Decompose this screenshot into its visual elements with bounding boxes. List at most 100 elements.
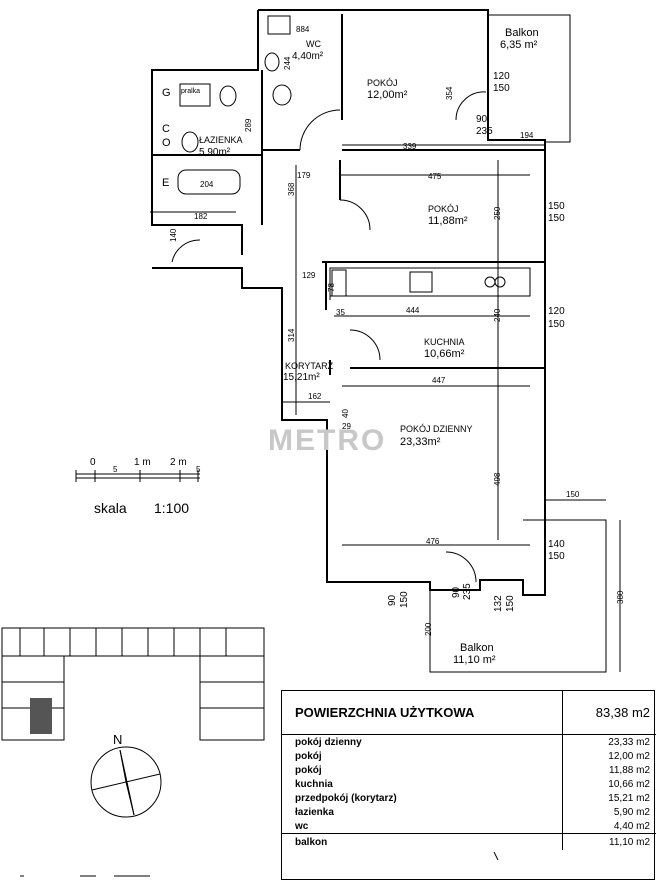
area-summary-table: POWIERZCHNIA UŻYTKOWA 83,38 m2 pokój dzi… xyxy=(281,690,656,850)
dim-label: 150 xyxy=(548,319,565,330)
scale-bar xyxy=(75,470,200,482)
sink-icon xyxy=(409,271,433,293)
dim-label: 182 xyxy=(194,212,208,221)
sink-bath-icon xyxy=(181,131,199,153)
row-value: 4,40 m2 xyxy=(561,819,656,834)
wc-name: WC xyxy=(306,39,321,49)
dim-label: 150 xyxy=(493,83,510,94)
table-row: pokój 12,00 m2 xyxy=(281,749,656,763)
wc-area: 4,40m² xyxy=(292,51,324,62)
fixture-o-label: O xyxy=(162,137,171,149)
pokoj1-name: POKÓJ xyxy=(367,78,398,88)
table-row: kuchnia 10,66 m2 xyxy=(281,777,656,791)
dim-label: 444 xyxy=(406,306,420,315)
table-row-balcony: balkon 11,10 m2 xyxy=(281,833,656,850)
wall-outline-left xyxy=(151,10,259,255)
row-label: pokój dzienny xyxy=(295,736,362,748)
dim-label: 244 xyxy=(283,56,292,70)
dim-label: 150 xyxy=(566,490,580,499)
stove-icon xyxy=(484,276,496,288)
table-row: pokój dzienny 23,33 m2 xyxy=(281,734,656,749)
dim-label: 179 xyxy=(297,171,311,180)
pokoj2-name: POKÓJ xyxy=(428,204,459,214)
pokoj1-area: 12,00m² xyxy=(367,89,408,101)
dim-label: 884 xyxy=(296,25,310,34)
balcony-label: balkon xyxy=(281,833,563,850)
dim-label: 475 xyxy=(428,172,442,181)
lazienka-name: ŁAZIENKA xyxy=(199,135,243,145)
area-table-total: 83,38 m2 xyxy=(561,690,656,735)
fixture-e-label: E xyxy=(162,177,170,189)
scale-tick-0: 0 xyxy=(90,457,96,468)
row-label: pokój xyxy=(295,764,322,776)
korytarz-name: KORYTARZ xyxy=(285,361,334,371)
dim-label: 140 xyxy=(169,228,178,242)
dim-label: 380 xyxy=(616,590,625,604)
dim-label: 250 xyxy=(493,206,502,220)
balcony-value: 11,10 m2 xyxy=(561,833,656,850)
row-value: 5,90 m2 xyxy=(561,805,656,819)
row-label: łazienka xyxy=(295,806,334,818)
dim-label: 354 xyxy=(445,86,454,100)
row-label: kuchnia xyxy=(295,778,333,790)
dim-label: 150 xyxy=(548,213,565,224)
fixture-g-label: G xyxy=(162,87,171,99)
dim-label: 120 xyxy=(493,71,510,82)
dim-label: 129 xyxy=(302,271,316,280)
dim-label: 200 xyxy=(424,622,433,636)
area-table-header: POWIERZCHNIA UŻYTKOWA 83,38 m2 xyxy=(281,690,656,735)
dim-label: 29 xyxy=(342,422,351,431)
scale-tick-1m: 1 m xyxy=(134,457,151,468)
balkon-bottom-name: Balkon xyxy=(460,642,494,654)
dim-label: 235 xyxy=(462,583,473,600)
dim-label: 289 xyxy=(244,118,253,132)
toilet-icon xyxy=(219,85,237,107)
kitchen-counter xyxy=(329,267,531,297)
bottom-cropped-text xyxy=(20,851,499,877)
dim-label: 90 xyxy=(387,594,398,606)
scale-tick-5b: 5 xyxy=(196,465,201,474)
lazienka-area: 5,90m² xyxy=(199,147,231,158)
row-label: wc xyxy=(295,820,309,832)
dim-label: 339 xyxy=(403,142,417,151)
korytarz-area: 15,21m² xyxy=(283,372,320,383)
row-value: 12,00 m2 xyxy=(561,749,656,763)
scale-tick-2m: 2 m xyxy=(170,457,187,468)
bathtub-icon xyxy=(177,169,241,195)
dim-label: 162 xyxy=(308,392,322,401)
dim-label: 150 xyxy=(399,591,410,608)
dim-label: 314 xyxy=(287,328,296,342)
site-plan-thumbnail xyxy=(1,627,265,741)
balkon-bottom-area: 11,10 m² xyxy=(453,654,496,666)
balkon-top-area: 6,35 m² xyxy=(500,39,538,51)
fridge-icon xyxy=(331,269,347,297)
row-value: 15,21 m2 xyxy=(561,791,656,805)
kuchnia-area: 10,66m² xyxy=(424,348,465,360)
apartment-highlight xyxy=(30,698,52,734)
table-row: łazienka 5,90 m2 xyxy=(281,805,656,819)
dim-label: 150 xyxy=(505,595,516,612)
dim-label: 90 xyxy=(451,586,462,598)
row-label: pokój xyxy=(295,750,322,762)
dim-label: 150 xyxy=(548,201,565,212)
row-label: przedpokój (korytarz) xyxy=(295,792,397,804)
balkon-top-name: Balkon xyxy=(505,27,539,39)
dim-label: 447 xyxy=(432,376,446,385)
row-value: 23,33 m2 xyxy=(561,734,656,749)
dim-label: 498 xyxy=(493,472,502,486)
compass-north-label: N xyxy=(113,732,123,747)
door-arc xyxy=(299,109,341,151)
compass-icon xyxy=(90,746,162,818)
dim-label: 35 xyxy=(336,308,345,317)
table-row: przedpokój (korytarz) 15,21 m2 xyxy=(281,791,656,805)
wc-sink-icon xyxy=(264,52,280,72)
washing-machine-icon xyxy=(179,83,211,107)
balkon-top-outline xyxy=(488,14,571,143)
row-value: 10,66 m2 xyxy=(561,777,656,791)
wall-outline xyxy=(152,9,546,596)
area-table-title: POWIERZCHNIA UŻYTKOWA xyxy=(281,690,563,735)
scale-tick-5a: 5 xyxy=(113,465,118,474)
shower-icon xyxy=(267,15,291,35)
dim-label: 194 xyxy=(520,131,534,140)
